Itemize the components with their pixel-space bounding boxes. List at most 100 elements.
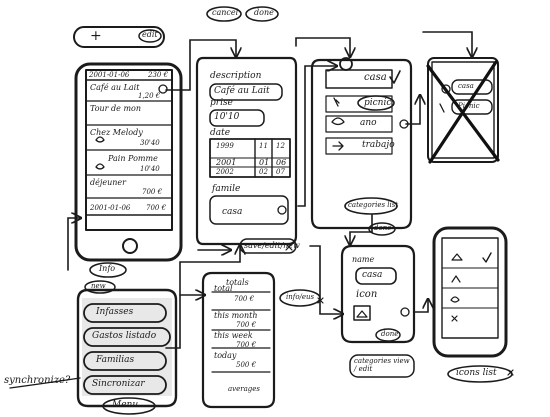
icon-label: icon: [356, 289, 378, 300]
phone-crossed-screen: [426, 57, 500, 164]
totals-label: this month: [214, 311, 258, 320]
date-year: 1999: [216, 142, 234, 150]
done-outline[interactable]: [375, 328, 401, 342]
totals-label: this week: [214, 331, 253, 340]
date-month: 01: [259, 158, 270, 167]
category-top-value[interactable]: casa: [364, 72, 387, 83]
leaf-icon: [95, 163, 105, 170]
totals-label: total: [214, 284, 233, 293]
synchronize-note: synchronize?: [4, 375, 71, 386]
top-bar-outline: [73, 26, 165, 48]
house-icon: [356, 310, 368, 318]
icon-picker[interactable]: [353, 305, 371, 321]
info-totals-button[interactable]: info/eus: [286, 293, 315, 301]
family-chevron-icon[interactable]: [277, 205, 287, 215]
check-icon: [482, 252, 492, 263]
entry-desc[interactable]: déjeuner: [90, 178, 126, 187]
cancel-button-outline[interactable]: [206, 6, 242, 22]
description-label: description: [210, 71, 262, 81]
icon-chevron-icon[interactable]: [400, 307, 410, 317]
date-day: 12: [276, 142, 285, 150]
menu-label-outline[interactable]: [102, 397, 156, 415]
footer-amount: 700 €: [146, 204, 167, 212]
close-icon[interactable]: [507, 369, 514, 376]
family-field[interactable]: [209, 195, 289, 225]
description-field[interactable]: [209, 83, 283, 101]
edit-button[interactable]: edit: [142, 30, 158, 39]
category-item-ano[interactable]: ano: [360, 118, 377, 128]
date-day: 06: [276, 158, 287, 167]
add-button[interactable]: +: [90, 28, 102, 44]
totals-value: 700 €: [236, 341, 257, 349]
phone-list-screen: [73, 26, 183, 294]
close-icon[interactable]: [285, 243, 293, 251]
entry-amount: 30'40: [140, 139, 160, 147]
category-done-button[interactable]: done: [374, 224, 392, 232]
entry-amount: 10'40: [140, 165, 160, 173]
done-button-outline[interactable]: [245, 6, 279, 22]
edit-button-outline[interactable]: [138, 29, 162, 43]
price-value[interactable]: 10'10: [214, 112, 240, 122]
entry-desc[interactable]: Tour de mon: [90, 104, 142, 113]
cancel-button[interactable]: cancel: [212, 8, 239, 17]
save-edit-new-button[interactable]: save/edit/new: [244, 241, 300, 250]
icons-list-button[interactable]: icons list: [456, 368, 497, 378]
date-year: 2001: [216, 158, 237, 167]
x-icon: [451, 315, 458, 322]
picnic-selected-outline[interactable]: [357, 95, 395, 111]
crossed-body: [427, 57, 499, 163]
price-label: prise: [210, 98, 233, 108]
check-icon: [389, 70, 401, 84]
done-button[interactable]: done: [254, 8, 274, 17]
date-month: 11: [259, 142, 268, 150]
phone-icons-list-screen: [432, 226, 514, 383]
entry-desc[interactable]: Café au Lait: [90, 83, 140, 92]
menu-item-infasses[interactable]: Infasses: [96, 307, 134, 317]
phone1-body: [74, 62, 183, 262]
crossed-item: casa: [458, 82, 474, 90]
date-day: 07: [276, 168, 285, 176]
name-value[interactable]: casa: [362, 270, 383, 280]
totals-value: 500 €: [236, 361, 257, 369]
arrow-icon: [332, 141, 344, 151]
name-field[interactable]: [355, 267, 397, 285]
categories-list-outline[interactable]: [344, 197, 398, 215]
house-icon: [451, 253, 463, 261]
entry-desc[interactable]: Chez Melody: [90, 128, 143, 137]
leaf-icon: [331, 117, 345, 126]
entry-desc[interactable]: Pain Pomme: [108, 154, 158, 163]
new-button-outline[interactable]: [84, 280, 116, 294]
header-date: 2001-01-06: [89, 71, 130, 79]
done-outline[interactable]: [368, 222, 396, 236]
detail-chevron-icon[interactable]: [158, 84, 168, 94]
leaf-icon: [450, 296, 460, 303]
menu-item-sincronizar[interactable]: Sincronizar: [92, 379, 145, 389]
totals-value: 700 €: [236, 321, 257, 329]
footer-date: 2001-01-06: [90, 204, 131, 212]
menu-button[interactable]: Menu: [112, 400, 139, 410]
new-button[interactable]: new: [91, 282, 106, 290]
entry-amount: 700 €: [142, 188, 163, 196]
fork-icon: [451, 275, 461, 283]
crossed-item: Picnic: [458, 102, 480, 110]
phone-detail-screen: [195, 56, 298, 254]
phone-menu-screen: [9, 288, 178, 415]
home-button-icon[interactable]: [122, 238, 138, 254]
categories-list-button[interactable]: categories list: [348, 201, 399, 209]
price-field[interactable]: [209, 109, 265, 127]
info-button-outline[interactable]: [89, 262, 127, 278]
category-item-trabajo[interactable]: trabajo: [362, 140, 395, 150]
edit-done-button[interactable]: done: [381, 330, 399, 338]
categories-view-caption: categories view / edit: [354, 357, 410, 373]
family-value[interactable]: casa: [222, 207, 243, 217]
totals-value: 700 €: [234, 295, 255, 303]
menu-item-familias[interactable]: Familias: [96, 355, 135, 365]
menu-item-gastos[interactable]: Gastos listado: [92, 331, 157, 341]
date-month: 02: [259, 168, 268, 176]
description-value[interactable]: Café au Lait: [214, 86, 270, 96]
date-label: date: [210, 128, 231, 138]
fork-icon: [333, 97, 340, 107]
info-button[interactable]: Info: [99, 264, 116, 273]
category-item-picnic[interactable]: picnic: [364, 98, 392, 108]
